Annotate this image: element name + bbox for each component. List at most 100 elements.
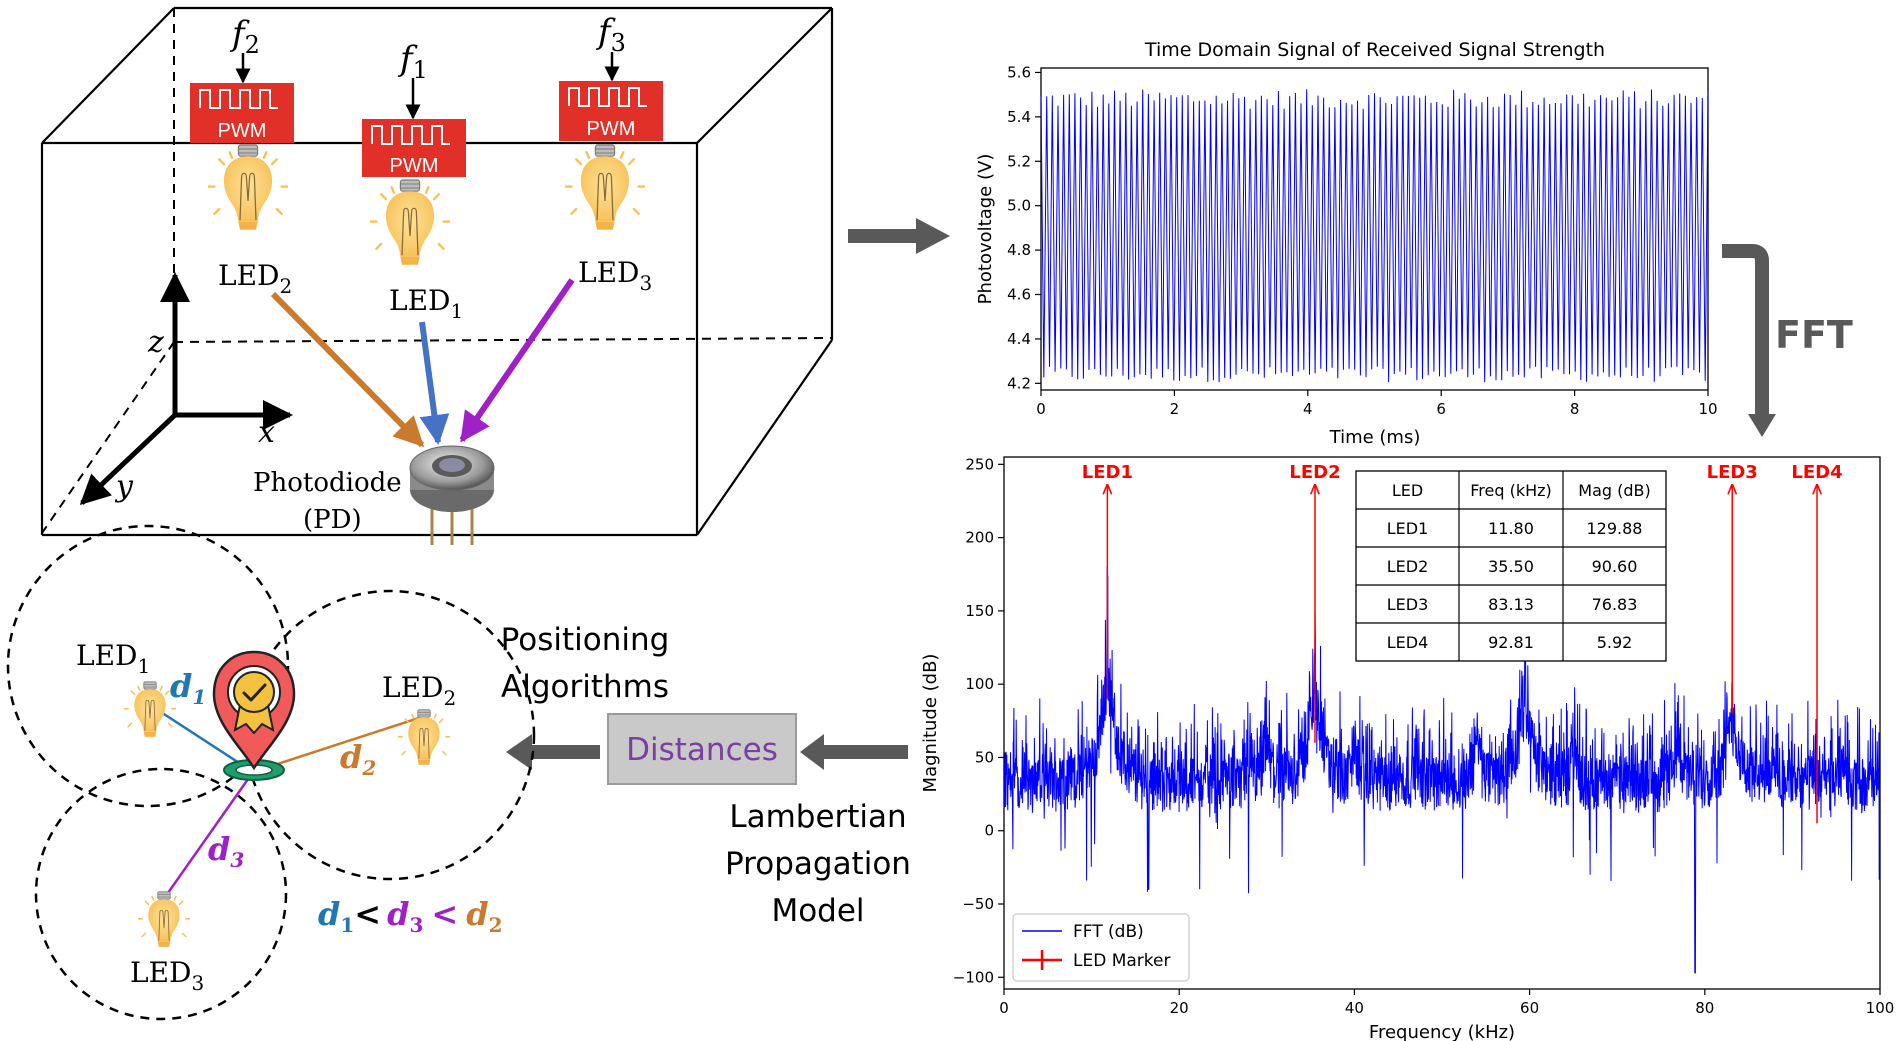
svg-text:PWM: PWM <box>218 120 267 142</box>
distances-box <box>607 713 797 785</box>
fft-label: FFT <box>1775 313 1853 357</box>
chart1-ylabel: Photovoltage (V) <box>975 154 996 305</box>
svg-text:PWM: PWM <box>587 118 636 140</box>
chart1-ytick-label: 5.2 <box>1007 152 1031 170</box>
location-pin-icon <box>212 650 296 781</box>
pos-led-3-bulb-icon <box>138 890 190 948</box>
chart2-xtick-label: 20 <box>1170 999 1189 1017</box>
chart2-ytick-label: −50 <box>962 895 994 913</box>
d3-label: d3 <box>208 830 244 872</box>
chart2-xtick-label: 80 <box>1695 999 1714 1017</box>
chart1-ytick-label: 5.4 <box>1007 108 1031 126</box>
chart1-ytick-label: 5.6 <box>1007 63 1031 81</box>
chart1-xtick-label: 10 <box>1698 400 1717 418</box>
pos-led-3-label: LED3 <box>130 956 204 995</box>
svg-text:PWM: PWM <box>390 155 439 177</box>
distance-relation: d1<d3<d2 <box>318 895 503 937</box>
chart2-ytick-label: 0 <box>984 822 994 840</box>
led-1-label: LED1 <box>389 284 463 323</box>
trilateration-diagram: LED1 LED2 LED3 d1 d2 d3 d1<d3<d2 <box>6 524 536 1021</box>
chart2-legend: FFT (dB) LED Marker <box>1012 913 1190 982</box>
arrow-spectrum-to-distances <box>800 734 908 770</box>
led-marker-label-1: LED1 <box>1082 462 1133 483</box>
table-cell: 11.80 <box>1488 519 1534 538</box>
chart1-plot-area <box>1040 67 1709 391</box>
chart2-xlabel: Frequency (kHz) <box>1369 1022 1515 1041</box>
lambertian-label-3: Model <box>771 893 864 929</box>
axis-y-label: y <box>114 469 134 504</box>
chart2-ytick-label: −100 <box>953 968 994 986</box>
chart2-ytick-label: 150 <box>965 602 994 620</box>
chart2-xtick-label: 40 <box>1345 999 1364 1017</box>
freq-3-label: f3 <box>595 12 626 57</box>
range-circle-led1 <box>6 524 290 808</box>
chart2-ytick-label: 50 <box>975 748 994 766</box>
range-circle-led2 <box>244 589 536 881</box>
chart1-ytick-label: 4.2 <box>1007 374 1031 392</box>
chart2-series-fft <box>1003 566 1881 974</box>
photodiode-icon <box>409 445 495 545</box>
table-cell: 35.50 <box>1488 557 1534 576</box>
positioning-label-1: Positioning <box>501 622 670 658</box>
photodiode-abbrev: (PD) <box>303 505 362 535</box>
time-domain-chart: Time Domain Signal of Received Signal St… <box>975 39 1718 448</box>
lambertian-label-1: Lambertian <box>729 799 906 835</box>
photodiode-label: Photodiode <box>253 468 402 498</box>
chart1-series-line <box>1040 89 1709 383</box>
light-path-led2 <box>270 291 425 448</box>
table-cell: LED2 <box>1387 557 1429 576</box>
led-marker-label-2: LED2 <box>1289 462 1340 483</box>
coordinate-axes: z x y <box>79 272 293 506</box>
led-marker-label-4: LED4 <box>1791 462 1842 483</box>
pwm-driver-1: f1 PWM <box>362 39 466 177</box>
legend-fft-label: FFT (dB) <box>1073 922 1144 942</box>
chart1-ytick-label: 4.4 <box>1007 330 1031 348</box>
pwm-driver-2: f2 PWM <box>190 14 294 143</box>
room-box <box>40 6 834 537</box>
table-header-cell: Mag (dB) <box>1578 481 1650 500</box>
d2-label: d2 <box>340 738 376 780</box>
led-2-bulb-icon <box>208 143 288 232</box>
arrow-fft <box>1722 244 1776 437</box>
chart2-ytick-label: 100 <box>965 675 994 693</box>
chart1-xtick-label: 8 <box>1570 400 1580 418</box>
table-cell: LED4 <box>1387 633 1429 652</box>
led-marker-label-3: LED3 <box>1707 462 1758 483</box>
table-cell: 92.81 <box>1488 633 1534 652</box>
led-3-bulb-icon <box>565 143 645 232</box>
arrow-distances-to-positioning <box>506 734 600 770</box>
axis-z-label: z <box>147 325 164 360</box>
d1-label: d1 <box>170 667 206 709</box>
range-circle-led3 <box>34 767 288 1021</box>
chart2-ylabel: Magnitude (dB) <box>920 654 941 793</box>
table-cell: LED1 <box>1387 519 1429 538</box>
lambertian-label-2: Propagation <box>725 846 911 882</box>
table-cell: 83.13 <box>1488 595 1534 614</box>
light-path-led3 <box>459 278 575 443</box>
led-2-label: LED2 <box>218 259 292 298</box>
table-header-cell: Freq (kHz) <box>1470 481 1552 500</box>
freq-2-label: f2 <box>229 14 260 59</box>
chart1-xtick-label: 2 <box>1170 400 1180 418</box>
chart2-ytick-label: 250 <box>965 455 994 473</box>
chart1-xtick-label: 0 <box>1036 400 1046 418</box>
distances-label: Distances <box>626 732 778 768</box>
pos-led-2-label: LED2 <box>382 671 456 710</box>
table-cell: 90.60 <box>1592 557 1638 576</box>
chart1-xtick-label: 6 <box>1436 400 1446 418</box>
table-cell: LED3 <box>1387 595 1429 614</box>
table-cell: 76.83 <box>1592 595 1638 614</box>
chart1-ytick-label: 4.8 <box>1007 241 1031 259</box>
distance-line-d1 <box>146 701 254 774</box>
table-header-cell: LED <box>1392 481 1423 500</box>
chart1-title: Time Domain Signal of Received Signal St… <box>1144 39 1605 61</box>
chart2-xtick-label: 0 <box>999 999 1009 1017</box>
pos-led-1-label: LED1 <box>76 639 150 678</box>
pos-led-2-bulb-icon <box>398 708 450 766</box>
led-3-label: LED3 <box>578 256 652 295</box>
axis-x-label: x <box>258 415 275 450</box>
table-cell: 5.92 <box>1597 633 1633 652</box>
